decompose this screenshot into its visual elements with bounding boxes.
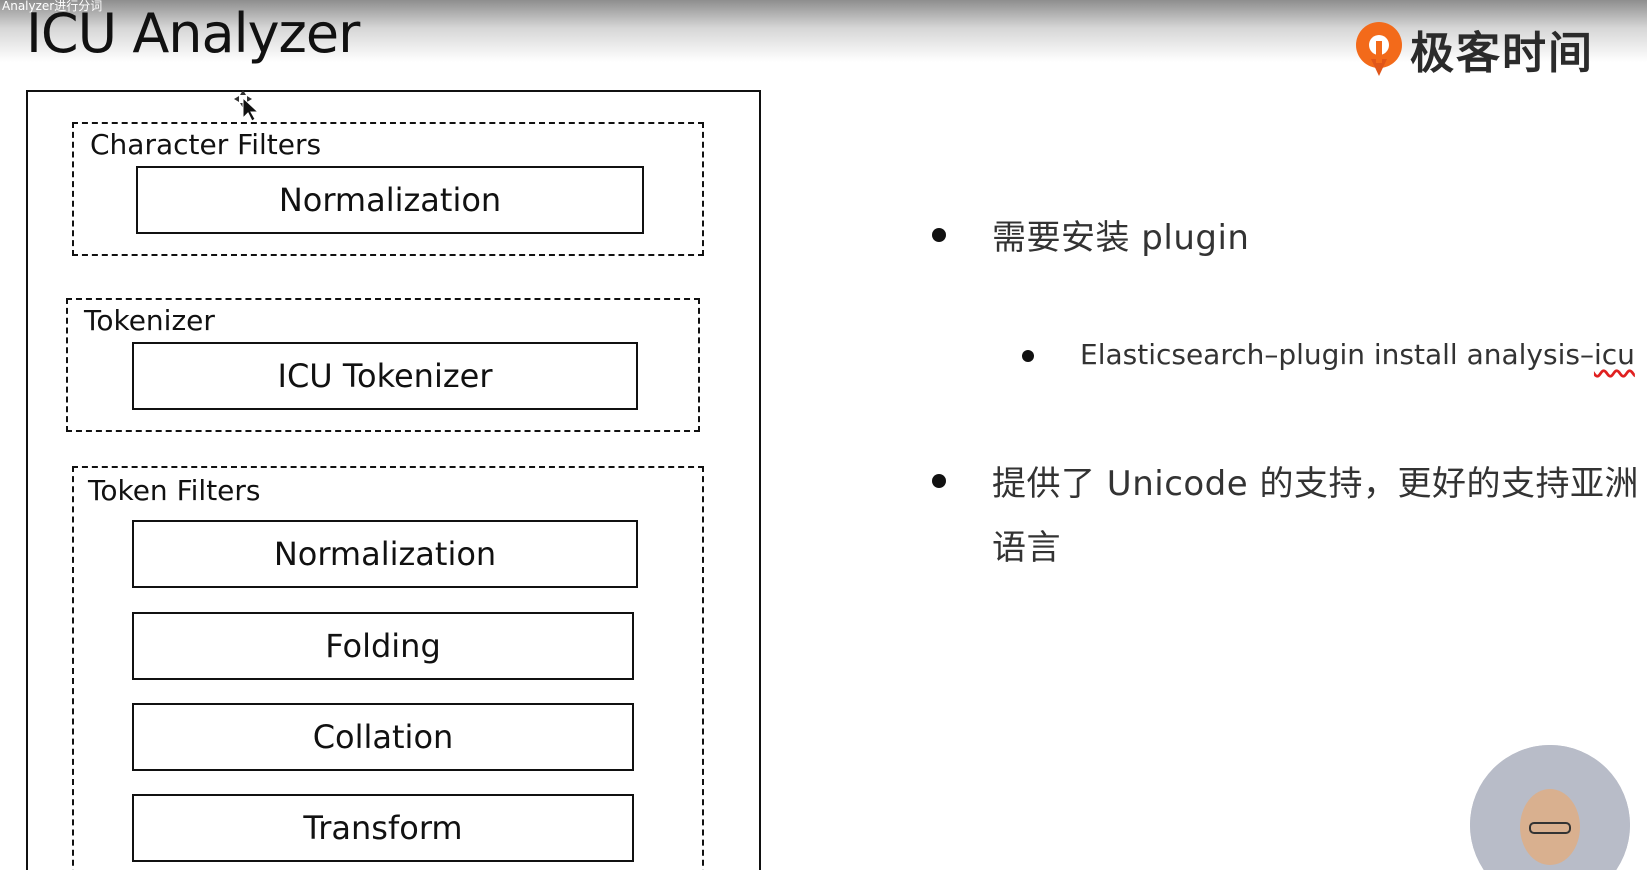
tokenizer-label: Tokenizer	[84, 304, 215, 337]
brand: 极客时间	[1352, 18, 1594, 80]
tokenizer-stage: Tokenizer ICU Tokenizer	[66, 298, 700, 432]
character-filters-stage: Character Filters Normalization	[72, 122, 704, 256]
brand-name: 极客时间	[1410, 28, 1594, 79]
token-filter-normalization: Normalization	[132, 520, 638, 588]
install-command-icu: icu	[1593, 338, 1635, 371]
presenter-video	[1470, 745, 1630, 870]
slide-title: ICU Analyzer	[26, 2, 360, 65]
point-install: 需要安装 plugin	[992, 218, 1250, 258]
icu-tokenizer-box: ICU Tokenizer	[132, 342, 638, 410]
point-install-command: Elasticsearch–plugin install analysis–ic…	[1080, 338, 1635, 371]
token-filters-label: Token Filters	[88, 474, 261, 507]
window-caption: Analyzer进行分词	[2, 0, 103, 13]
character-filters-label: Character Filters	[90, 128, 322, 161]
char-filter-normalization: Normalization	[136, 166, 644, 234]
token-filter-collation: Collation	[132, 703, 634, 771]
analyzer-diagram: Character Filters Normalization Tokenize…	[26, 90, 761, 870]
install-command-text: Elasticsearch–plugin install analysis–	[1080, 338, 1594, 371]
move-cursor-icon	[234, 90, 259, 122]
point-unicode-line2: 语言	[992, 528, 1061, 568]
token-filter-folding: Folding	[132, 612, 634, 680]
presenter-avatar-icon	[1470, 745, 1630, 870]
geektime-logo-icon	[1356, 22, 1402, 76]
token-filter-transform: Transform	[132, 794, 634, 862]
bullet-install-command	[1022, 350, 1034, 362]
bullet-unicode	[932, 474, 946, 488]
token-filters-stage: Token Filters Normalization Folding Coll…	[72, 466, 704, 870]
bullet-install	[932, 228, 946, 242]
point-unicode-line1: 提供了 Unicode 的支持，更好的支持亚洲	[992, 464, 1639, 504]
